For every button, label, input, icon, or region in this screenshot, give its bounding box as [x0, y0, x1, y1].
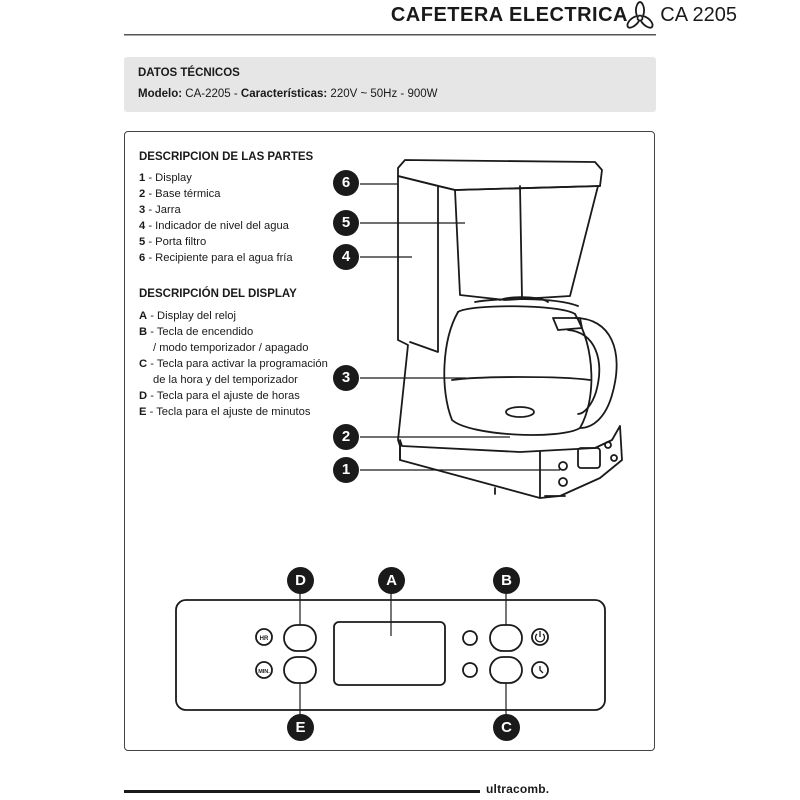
display-list: A - Display del reloj B - Tecla de encen… [139, 308, 328, 420]
features-value: 220V ~ 50Hz - 900W [330, 88, 438, 100]
list-item: A - Display del reloj [139, 310, 237, 322]
callout-badge-c: C [493, 714, 520, 741]
program-button [489, 656, 523, 684]
footer-rule [124, 790, 480, 793]
list-item-continuation: / modo temporizador / apagado [153, 342, 309, 354]
callout-badge-3: 3 [333, 365, 359, 391]
display-section-title: DESCRIPCIÓN DEL DISPLAY [139, 288, 297, 300]
list-item: 4 - Indicador de nivel del agua [139, 220, 289, 232]
features-label: Características: [240, 88, 328, 100]
model-label: Modelo: [138, 88, 183, 100]
main-content-box [124, 131, 655, 751]
list-item-continuation: de la hora y del temporizador [153, 374, 298, 386]
list-item: 1 - Display [139, 172, 192, 184]
list-item: C - Tecla para activar la programación [139, 358, 328, 370]
list-item: D - Tecla para el ajuste de horas [139, 390, 300, 402]
parts-section-title: DESCRIPCION DE LAS PARTES [139, 151, 314, 163]
list-item: E - Tecla para el ajuste de minutos [139, 406, 311, 418]
document-title: CAFETERA ELECTRICA [390, 4, 628, 26]
callout-badge-e: E [287, 714, 314, 741]
brand-wordmark: ultracomb. [486, 782, 550, 796]
callout-badge-b: B [493, 567, 520, 594]
min-label: MIN. [258, 669, 270, 675]
technical-data-box: DATOS TÉCNICOS Modelo: CA-2205 - Caracte… [124, 57, 656, 112]
power-button [489, 624, 523, 652]
clock-display-window [333, 621, 446, 686]
callout-badge-4: 4 [333, 244, 359, 270]
callout-badge-1: 1 [333, 457, 359, 483]
indicator-light [462, 662, 478, 678]
callout-badge-6: 6 [333, 170, 359, 196]
technical-data-title: DATOS TÉCNICOS [138, 67, 240, 79]
technical-data-line: Modelo: CA-2205 - Características: 220V … [138, 88, 438, 100]
clock-icon [531, 661, 549, 679]
hour-button [283, 624, 317, 652]
minute-button [283, 656, 317, 684]
callout-badge-a: A [378, 567, 405, 594]
parts-list: 1 - Display 2 - Base térmica 3 - Jarra 4… [139, 170, 293, 266]
list-item: 6 - Recipiente para el agua fría [139, 252, 293, 264]
list-item: 2 - Base térmica [139, 188, 221, 200]
callout-badge-d: D [287, 567, 314, 594]
list-item: 3 - Jarra [139, 204, 181, 216]
list-item: 5 - Porta filtro [139, 236, 207, 248]
list-item: B - Tecla de encendido [139, 326, 254, 338]
model-number: CA 2205 [660, 4, 737, 26]
model-value: CA-2205 - [185, 88, 238, 100]
hr-label: HR [260, 636, 269, 642]
callout-badge-2: 2 [333, 424, 359, 450]
hr-label-circle [255, 628, 273, 646]
power-icon [531, 628, 549, 646]
callout-badge-5: 5 [333, 210, 359, 236]
indicator-light [462, 630, 478, 646]
min-label-circle [255, 661, 273, 679]
